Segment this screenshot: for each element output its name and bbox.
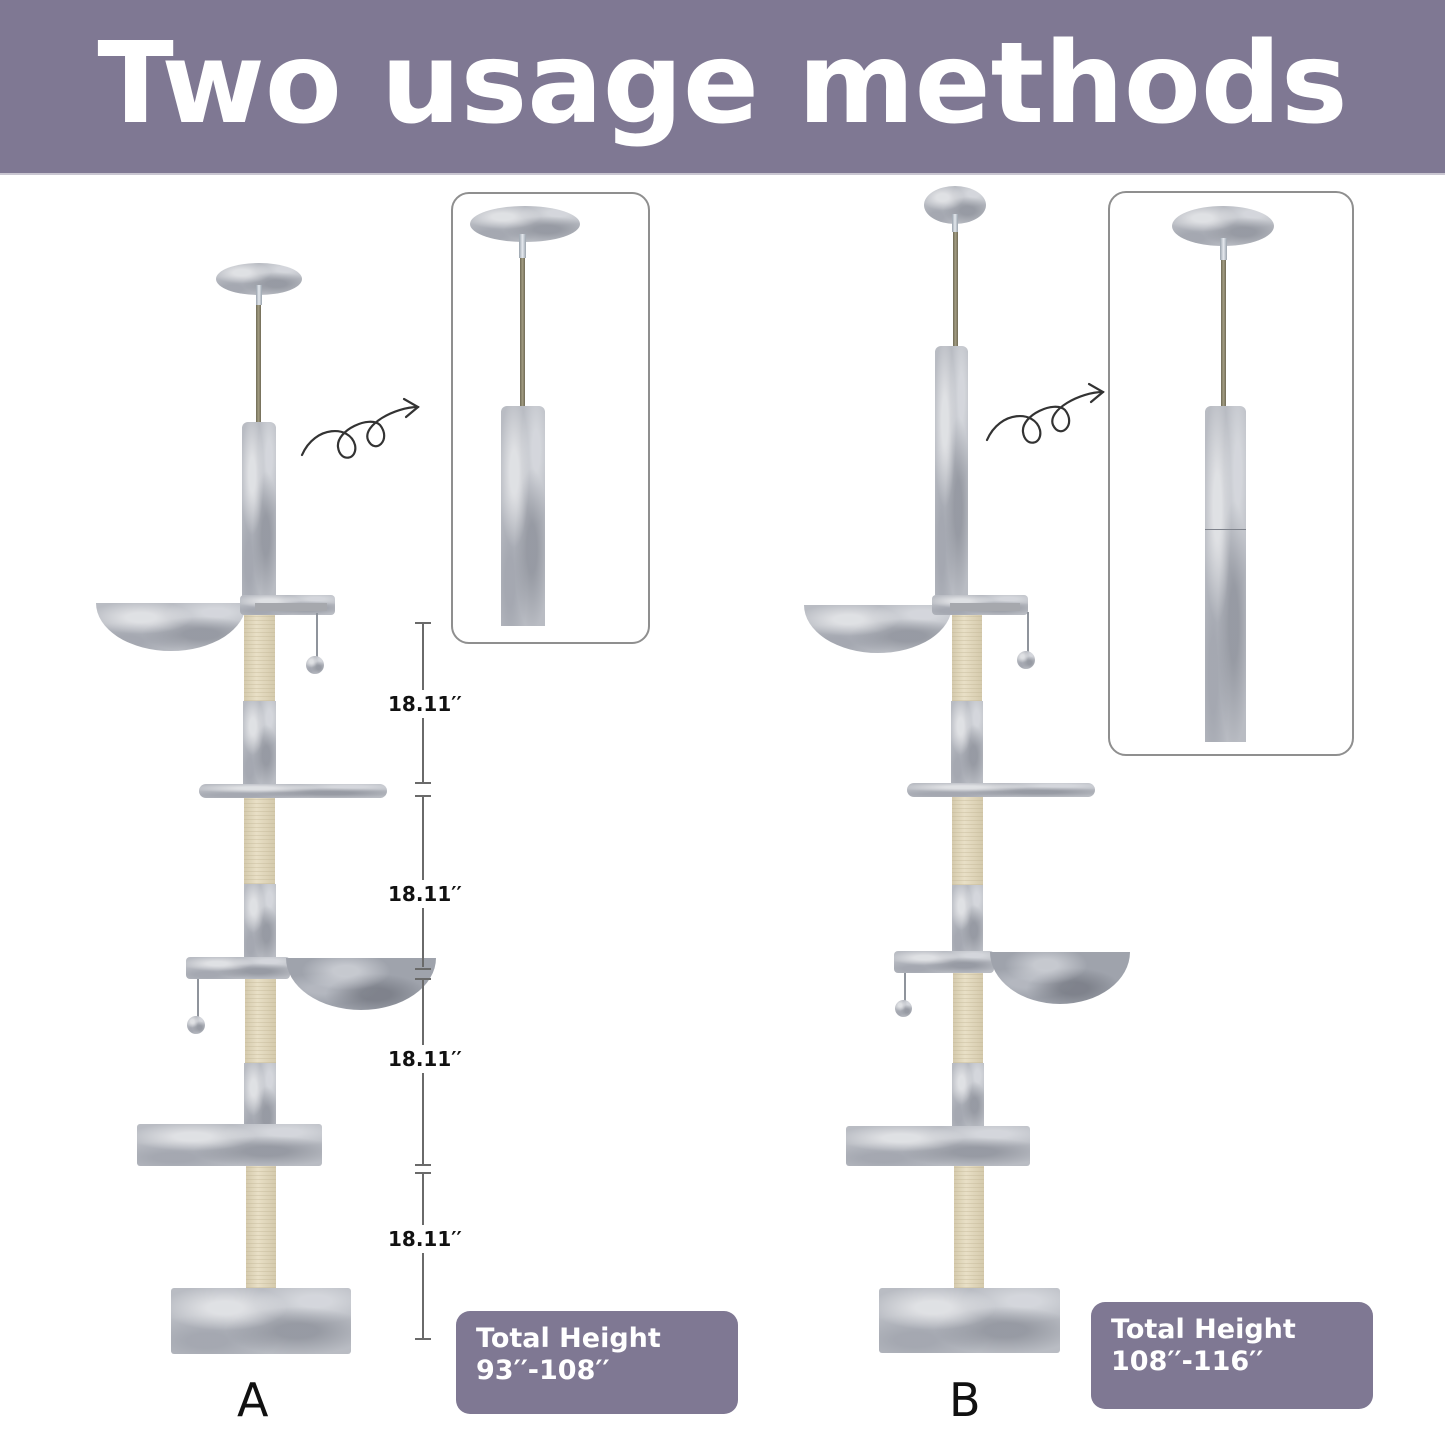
inset-bolt-a — [519, 234, 526, 258]
inset-pole-a — [501, 406, 545, 626]
plush-post-b1 — [951, 701, 983, 785]
plush-post-b3 — [952, 1063, 984, 1128]
platform-round-b — [907, 783, 1095, 797]
badge-value-a: 93′′-108′′ — [476, 1355, 610, 1387]
total-height-badge-b: Total Height 108′′-116′′ — [1091, 1302, 1373, 1409]
dim-label-2: 18.11′′ — [388, 880, 462, 908]
top-pole-a — [242, 422, 276, 597]
threaded-rod-a — [256, 305, 261, 423]
variant-label-b: B — [949, 1373, 981, 1427]
badge-label-b: Total Height — [1111, 1314, 1296, 1345]
base-a — [171, 1288, 351, 1354]
sisal-post-a1 — [244, 615, 275, 701]
dim-label-1: 18.11′′ — [388, 690, 462, 718]
hammock-upper-a — [96, 603, 246, 651]
dim-tick — [415, 782, 431, 784]
curly-arrow-icon-a — [300, 397, 420, 459]
pom-toy-a1 — [306, 656, 324, 674]
header-banner: Two usage methods — [0, 0, 1445, 175]
dim-label-4: 18.11′′ — [388, 1225, 462, 1253]
toy-string-b1 — [1027, 612, 1029, 657]
bolt-a — [256, 285, 262, 305]
inset-bolt-b — [1220, 238, 1227, 260]
platform-square-b — [846, 1126, 1030, 1166]
threaded-rod-b — [953, 232, 958, 347]
bolt-b — [952, 214, 958, 232]
badge-value-b: 108′′-116′′ — [1111, 1346, 1264, 1378]
inset-rod-a — [520, 258, 525, 408]
pom-toy-b2 — [895, 1000, 912, 1017]
detail-inset-b — [1108, 191, 1354, 756]
curly-arrow-icon-b — [985, 382, 1105, 444]
plush-post-a2 — [244, 884, 276, 960]
dim-label-3: 18.11′′ — [388, 1045, 462, 1073]
pom-toy-a2 — [187, 1016, 205, 1034]
badge-label-a: Total Height — [476, 1323, 661, 1354]
total-height-badge-a: Total Height 93′′-108′′ — [456, 1311, 738, 1414]
platform-lower-b — [894, 951, 994, 973]
toy-string-a2 — [197, 979, 199, 1019]
plush-post-b2 — [952, 885, 983, 955]
platform-lower-a — [186, 957, 290, 979]
ceiling-pad-b — [924, 186, 986, 224]
platform-round-a — [199, 784, 387, 798]
detail-inset-a — [451, 192, 650, 644]
top-pole-b — [935, 346, 968, 596]
ceiling-pad-a — [216, 263, 302, 295]
variant-label-a: A — [237, 1373, 269, 1427]
page-title: Two usage methods — [97, 18, 1348, 149]
inset-rod-b — [1221, 260, 1226, 408]
bracket-b — [950, 603, 1020, 611]
sisal-post-a2 — [244, 798, 275, 884]
hammock-lower-b — [990, 952, 1130, 1004]
pom-toy-b1 — [1017, 651, 1035, 669]
dim-tick — [415, 968, 431, 970]
bracket-a — [255, 603, 327, 611]
base-b — [879, 1288, 1060, 1353]
dim-line-4 — [422, 1172, 424, 1338]
dim-tick — [415, 1338, 431, 1340]
dim-tick — [415, 1164, 431, 1166]
toy-string-b2 — [904, 973, 906, 1003]
sisal-post-b1 — [952, 615, 982, 701]
hammock-upper-b — [804, 605, 952, 653]
toy-string-a1 — [316, 613, 318, 658]
sisal-post-b3 — [953, 973, 983, 1063]
hammock-lower-a — [286, 958, 436, 1010]
sisal-post-a3 — [245, 979, 276, 1063]
inset-pole-joint-b — [1205, 529, 1246, 530]
sisal-post-b2 — [952, 797, 983, 885]
platform-square-a — [137, 1124, 322, 1166]
plush-post-a1 — [243, 701, 276, 785]
inset-pole-b — [1205, 406, 1246, 742]
